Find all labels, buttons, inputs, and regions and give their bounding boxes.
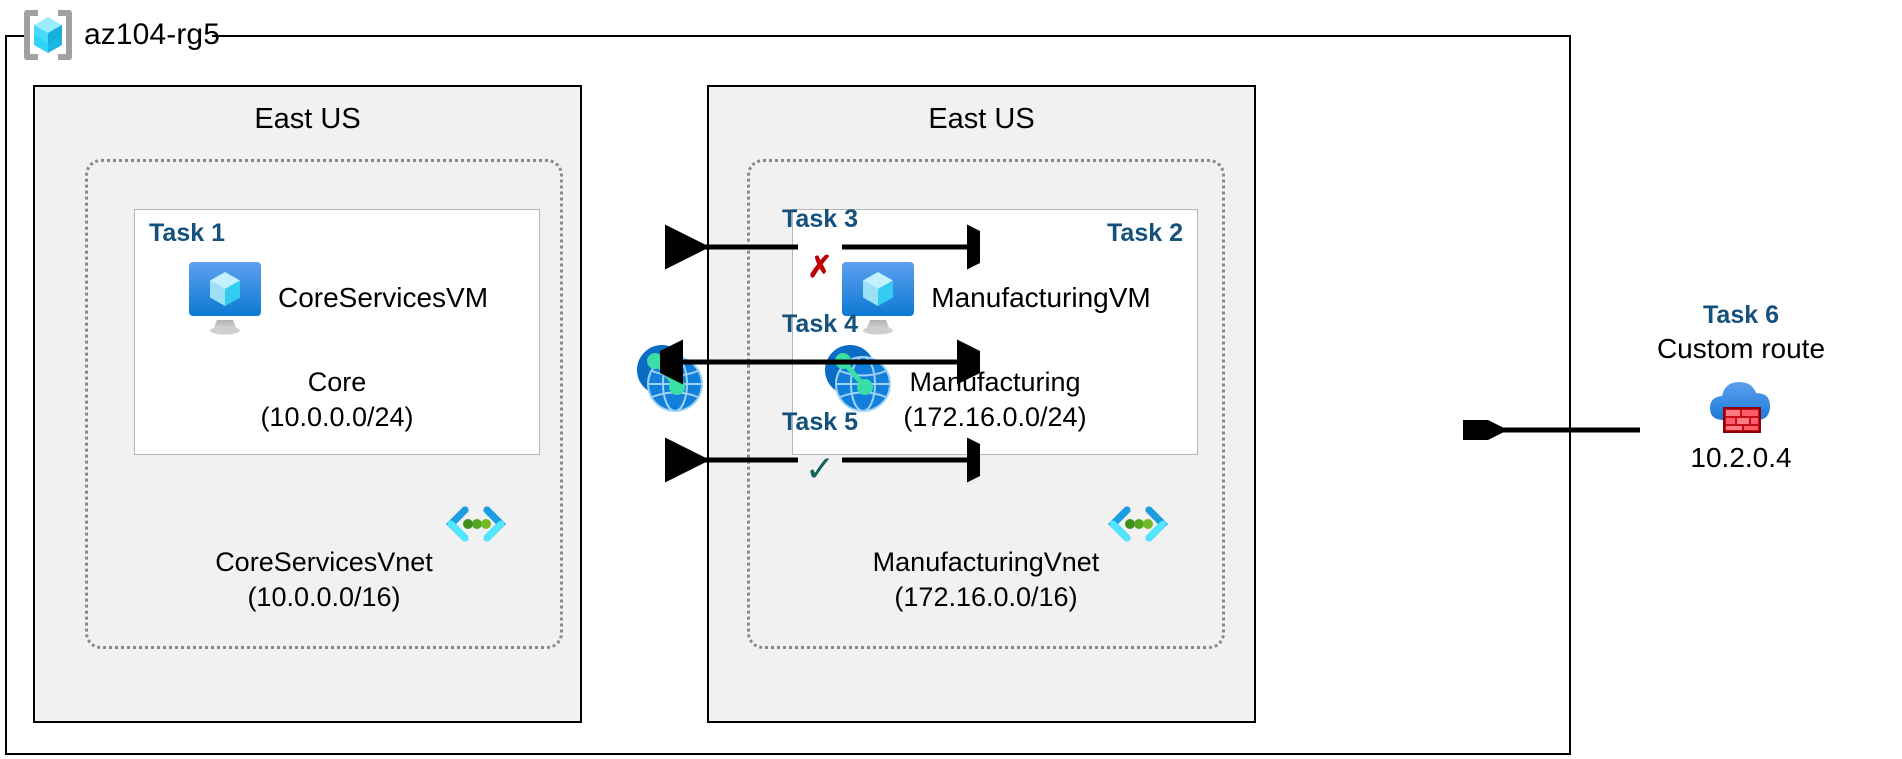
task-label-1: Task 1	[149, 219, 225, 247]
region-label-right: East US	[928, 103, 1035, 135]
subnet-label-core: Core (10.0.0.0/24)	[260, 366, 414, 433]
task-label-2: Task 2	[1107, 219, 1183, 247]
task6-ip-address: 10.2.0.4	[1690, 442, 1792, 474]
firewall-cloud-icon	[1700, 372, 1782, 438]
resource-group-frame-top-right-segment	[212, 35, 1571, 37]
connector-task4: Task 4	[660, 310, 980, 400]
task6-route-arrow-icon	[1463, 420, 1640, 440]
resource-group-header: az104-rg5	[22, 4, 220, 66]
virtual-machine-monitor-icon	[186, 260, 264, 336]
subnet-box-core: Task 1	[134, 209, 540, 455]
task5-allowed-arrows-icon	[665, 437, 980, 483]
subnet-code-brackets-icon	[1105, 502, 1171, 548]
task-label-5: Task 5	[782, 408, 858, 436]
subnet-label-manufacturing: Manufacturing (172.16.0.0/24)	[903, 366, 1087, 433]
vnet-box-manufacturingvnet: Task 2	[747, 159, 1225, 649]
connector-task5: Task 5 ✓	[660, 408, 980, 508]
resource-group-frame-top-left-segment	[5, 35, 27, 37]
task4-bidirectional-arrow-icon	[660, 339, 980, 385]
resource-group-frame	[5, 35, 1571, 755]
vnet-box-coreservicesvnet: Task 1	[85, 159, 563, 649]
vm-name-coreservicesvm: CoreServicesVM	[277, 282, 489, 313]
vm-row-manufacturingvm: ManufacturingVM	[793, 260, 1197, 336]
subnet-box-manufacturing: Task 2	[792, 209, 1198, 455]
azure-resource-group-cube-icon	[22, 7, 74, 63]
task5-allowed-marker: ✓	[804, 448, 836, 489]
connector-task3: Task 3 ✗	[660, 205, 980, 295]
region-box-left: East US Task 1	[33, 85, 582, 723]
task6-custom-route-group: Task 6 Custom route	[1596, 300, 1886, 474]
task3-blocked-marker: ✗	[807, 251, 833, 284]
task-label-3: Task 3	[782, 205, 858, 233]
region-label-left: East US	[254, 103, 361, 135]
virtual-machine-monitor-icon	[839, 260, 917, 336]
vnet-label-manufacturingvnet: ManufacturingVnet (172.16.0.0/16)	[872, 546, 1100, 613]
vm-name-manufacturingvm: ManufacturingVM	[931, 282, 1151, 313]
resource-group-name: az104-rg5	[84, 18, 220, 51]
subnet-code-brackets-icon	[443, 502, 509, 548]
task-label-4: Task 4	[782, 310, 858, 338]
task6-subtitle: Custom route	[1656, 333, 1826, 365]
vm-row-coreservicesvm: CoreServicesVM	[135, 260, 539, 336]
task-label-6: Task 6	[1703, 301, 1779, 329]
region-box-right: East US Task 2	[707, 85, 1256, 723]
task3-blocked-arrows-icon	[665, 224, 980, 270]
vnet-label-coreservicesvnet: CoreServicesVnet (10.0.0.0/16)	[215, 546, 433, 613]
